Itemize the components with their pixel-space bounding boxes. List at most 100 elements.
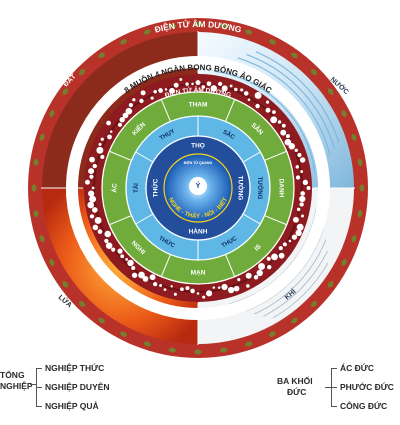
legend-left: TỔNG NGHIỆP NGHIỆP THỨC NGHIỆP DUYÊN NGH… (0, 362, 120, 417)
bubble (109, 130, 113, 133)
bubble (258, 263, 266, 270)
vine-leaf (219, 347, 228, 353)
legend-right-item: CÔNG ĐỨC (340, 401, 388, 411)
bubble (91, 186, 95, 190)
light-divider (135, 213, 154, 225)
bubble (221, 283, 228, 291)
vine-leaf (244, 341, 253, 347)
light-divider (242, 151, 261, 163)
bubble (153, 282, 158, 287)
bubble (104, 238, 109, 244)
bubble (221, 85, 228, 92)
vine-leaf (31, 184, 37, 192)
bubble (233, 285, 240, 292)
vine-leaf (33, 209, 39, 218)
blue-ring-label: HÀNH (189, 226, 208, 235)
bubble (247, 98, 251, 102)
vine-leaf (79, 301, 85, 307)
illusion-band (66, 56, 330, 320)
bubble (98, 142, 102, 146)
legend-left-title-1: TỔNG (0, 370, 25, 380)
bubble (210, 85, 218, 92)
bubble (117, 122, 123, 127)
bubble (173, 82, 179, 88)
vine-leaf (357, 158, 363, 167)
legend-right-item: ÁC ĐỨC (340, 363, 374, 373)
green-ring-label: THAM (189, 101, 208, 108)
bubble (295, 175, 301, 180)
light-divider (135, 151, 154, 163)
vine-leaf (62, 88, 69, 95)
bubble (163, 288, 167, 292)
bubble (291, 234, 298, 240)
bubble (89, 174, 94, 179)
bubble (132, 98, 136, 102)
bubble (119, 117, 125, 123)
bubble (100, 154, 105, 159)
bubble (255, 103, 260, 109)
bubble (180, 287, 184, 292)
bubble (117, 248, 123, 254)
bubble (169, 87, 175, 94)
bubble (195, 80, 201, 86)
bubble (153, 89, 157, 94)
bubble (120, 254, 125, 259)
vine-leaf (168, 347, 177, 353)
green-ring-label: MẠN (191, 269, 206, 276)
vine-leaf (291, 317, 298, 324)
vine-leaf (194, 349, 202, 355)
green-divider (160, 99, 171, 122)
legend-left-item: NGHIỆP THỨC (45, 363, 105, 373)
vine-leaf (168, 23, 177, 29)
bubble (254, 92, 262, 99)
green-divider (225, 99, 236, 122)
bubble (202, 295, 206, 299)
vine-leaf (98, 317, 105, 324)
bubble (206, 81, 212, 87)
legend-left-item: NGHIỆP DUYÊN (45, 382, 110, 392)
legend-right-title-1: BA KHỐI (277, 376, 313, 386)
vine-leaf (98, 52, 105, 59)
bubble (217, 81, 223, 86)
bubble (88, 168, 95, 175)
bubble (256, 269, 263, 277)
bubble (100, 137, 104, 141)
vine-leaf (79, 69, 85, 75)
vine-leaf (268, 39, 277, 45)
vine-leaf (39, 133, 45, 142)
vine-leaf (327, 281, 334, 288)
bubble (227, 286, 235, 294)
vine-leaf (311, 301, 317, 307)
bubble (300, 214, 304, 218)
bubble (267, 264, 272, 270)
bubble (140, 90, 146, 96)
vine-leaf (357, 209, 363, 218)
bubble (234, 87, 238, 92)
bubble (205, 290, 213, 297)
bubble (240, 88, 244, 92)
wind-swirl (272, 262, 329, 319)
vine-leaf (291, 52, 298, 59)
green-divider (109, 215, 132, 226)
illusion-band-ring (66, 56, 330, 320)
bubble (92, 163, 98, 169)
water-wave (255, 51, 340, 143)
bubble (288, 143, 295, 150)
light-ring-label: TƯỞNG (256, 177, 263, 200)
bubble (158, 88, 163, 93)
bubble (229, 84, 233, 88)
bubble (299, 195, 306, 203)
bubble (201, 85, 206, 89)
core-circle (163, 153, 233, 223)
bubble (297, 152, 302, 158)
vine-leaf (33, 158, 39, 167)
green-ring-border (101, 91, 295, 285)
green-ring-label: IS (253, 243, 263, 253)
bubble (105, 242, 113, 249)
bubble (243, 91, 249, 96)
light-divider (242, 213, 261, 225)
bubble (122, 112, 129, 119)
wind-swirl (253, 239, 327, 315)
green-ring-label: ÁC (109, 183, 118, 193)
